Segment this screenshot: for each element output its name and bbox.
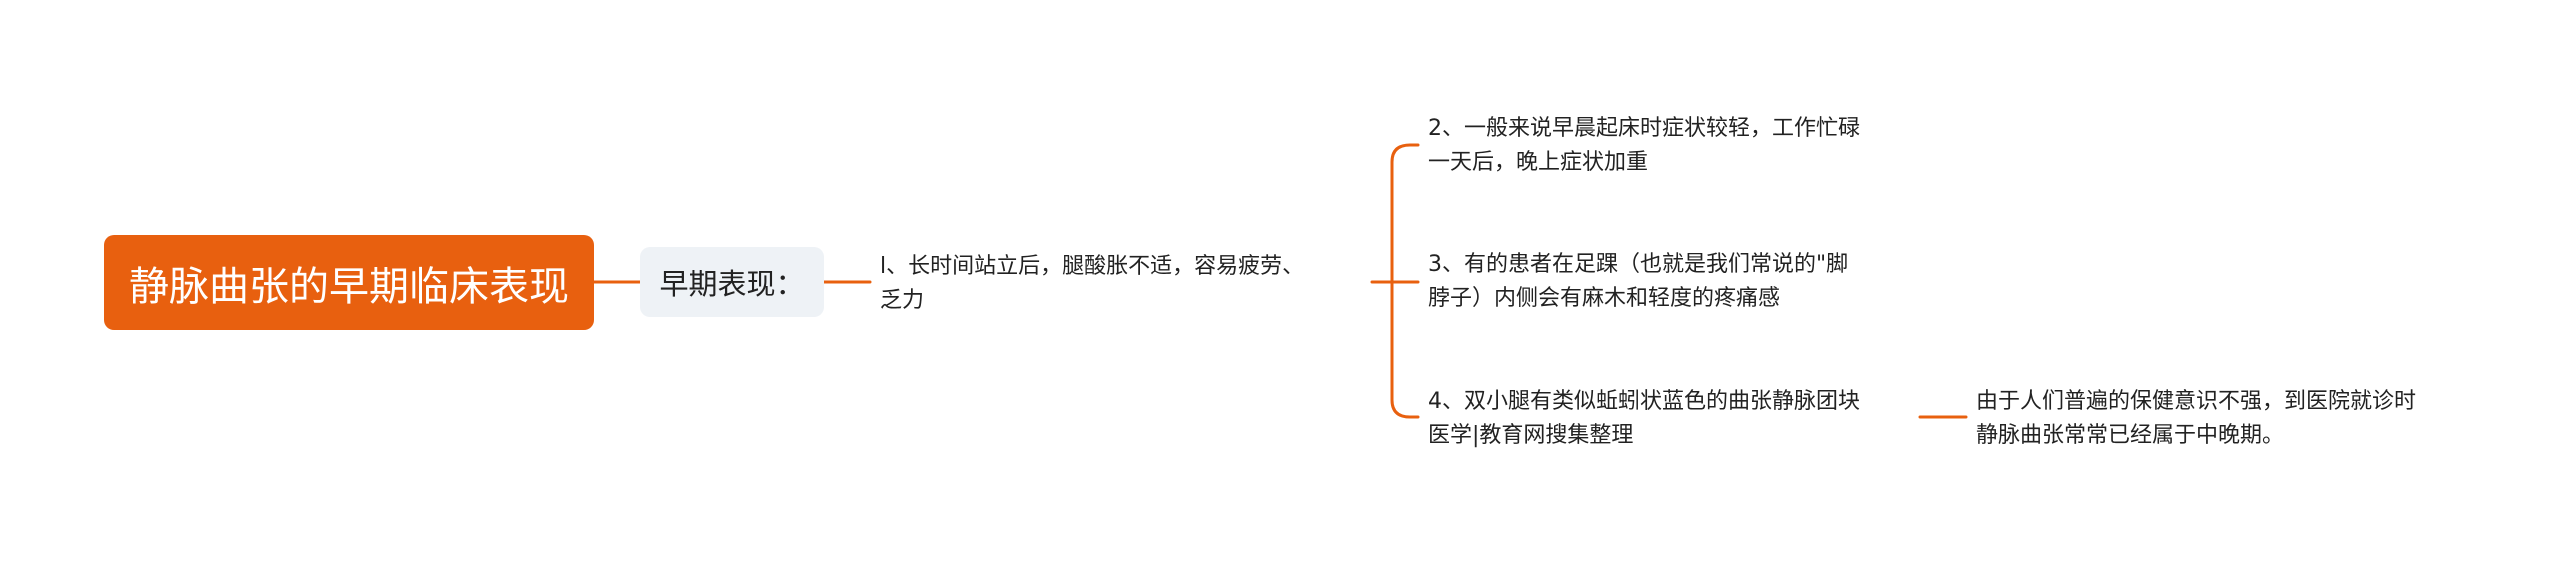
- leaf-note-line1: 由于人们普遍的保健意识不强，到医院就诊时: [1976, 389, 2417, 414]
- leaf-symptom-2-line2: 一天后，晚上症状加重: [1428, 150, 1649, 175]
- leaf-symptom-2[interactable]: 2、一般来说早晨起床时症状较轻，工作忙碌 一天后，晚上症状加重: [1428, 112, 1860, 180]
- leaf-symptom-3-line1: 3、有的患者在足踝（也就是我们常说的"脚: [1428, 252, 1849, 277]
- subtopic-label: 早期表现：: [659, 267, 805, 301]
- leaf-symptom-1[interactable]: l、长时间站立后，腿酸胀不适，容易疲劳、 乏力: [880, 250, 1304, 318]
- leaf-symptom-2-line1: 2、一般来说早晨起床时症状较轻，工作忙碌: [1428, 116, 1860, 141]
- leaf-symptom-1-line1: l、长时间站立后，腿酸胀不适，容易疲劳、: [880, 254, 1305, 279]
- root-topic-label: 静脉曲张的早期临床表现: [129, 263, 569, 310]
- link-branch-symptom4: [1390, 280, 1420, 419]
- link-branch-symptom2: [1390, 143, 1420, 284]
- leaf-symptom-4-line1: 4、双小腿有类似蚯蚓状蓝色的曲张静脉团块: [1428, 389, 1860, 414]
- leaf-symptom-3-line2: 脖子）内侧会有麻木和轻度的疼痛感: [1428, 286, 1781, 311]
- leaf-symptom-4-line2: 医学|教育网搜集整理: [1428, 423, 1634, 448]
- root-topic[interactable]: 静脉曲张的早期临床表现: [104, 235, 594, 330]
- leaf-note-late-stage[interactable]: 由于人们普遍的保健意识不强，到医院就诊时 静脉曲张常常已经属于中晚期。: [1976, 385, 2416, 453]
- leaf-symptom-3[interactable]: 3、有的患者在足踝（也就是我们常说的"脚 脖子）内侧会有麻木和轻度的疼痛感: [1428, 248, 1848, 316]
- leaf-note-line2: 静脉曲张常常已经属于中晚期。: [1976, 423, 2285, 448]
- leaf-symptom-1-line2: 乏力: [880, 288, 925, 313]
- leaf-symptom-4[interactable]: 4、双小腿有类似蚯蚓状蓝色的曲张静脉团块 医学|教育网搜集整理: [1428, 385, 1860, 453]
- subtopic-early-signs[interactable]: 早期表现：: [640, 247, 824, 317]
